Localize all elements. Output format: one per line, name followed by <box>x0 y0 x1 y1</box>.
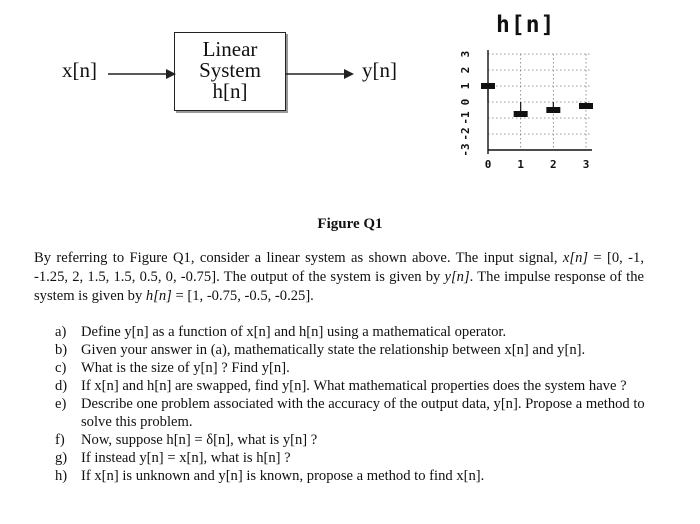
stem-marker <box>546 107 561 113</box>
question-text: Given your answer in (a), mathematically… <box>81 342 586 358</box>
question-letter: f) <box>55 432 65 448</box>
question-d: d) If x[n] and h[n] are swapped, find y[n… <box>55 377 655 395</box>
system-line-3: h[n] <box>212 79 248 103</box>
question-c: c) What is the size of y[n] ? Find y[n]. <box>55 359 655 377</box>
question-letter: b) <box>55 342 68 358</box>
x-tick-label: 1 <box>517 158 524 171</box>
y-tick-label: 3 <box>459 51 472 58</box>
para-hn: h[n] <box>145 288 172 304</box>
question-letter: h) <box>55 468 68 484</box>
question-b: b) Given your answer in (a), mathematical… <box>55 341 655 359</box>
para-yn: y[n] <box>444 269 470 285</box>
para-part-3: . The impulse response of the system is … <box>34 269 644 304</box>
para-part-4: = [1, -0.75, -0.5, -0.25]. <box>171 288 314 304</box>
question-text: Now, suppose h[n] = δ[n], what is y[n] ? <box>81 432 318 448</box>
y-tick-label: -2 <box>459 127 472 140</box>
figure-caption: Figure Q1 <box>317 216 383 232</box>
linear-system-box: Linear System h[n] <box>174 32 286 111</box>
question-h: h) If x[n] is unknown and y[n] is known, … <box>55 467 655 485</box>
stem-marker <box>513 111 528 117</box>
y-tick-label: -3 <box>459 143 472 156</box>
para-xn: x[n] <box>562 250 589 266</box>
question-letter: g) <box>55 450 68 466</box>
x-tick-label: 0 <box>485 158 492 171</box>
question-a: a) Define y[n] as a function of x[n] and … <box>55 323 655 341</box>
input-label: x[n] <box>62 58 97 82</box>
system-line-2: System <box>199 58 261 82</box>
question-f: f) Now, suppose h[n] = δ[n], what is y[n]… <box>55 431 655 449</box>
output-arrow <box>286 69 354 79</box>
question-letter: a) <box>55 324 67 340</box>
question-text: If instead y[n] = x[n], what is h[n] ? <box>81 450 291 466</box>
chart-title: h[n] <box>496 12 556 38</box>
x-tick-label: 2 <box>550 158 557 171</box>
question-g: g) If instead y[n] = x[n], what is h[n] ? <box>55 449 655 467</box>
problem-paragraph: By referring to Figure Q1, consider a li… <box>34 249 644 306</box>
question-letter: d) <box>55 378 68 394</box>
impulse-response-chart: 3 2 1 0 -1 -2 -3 0 1 2 3 <box>459 50 593 171</box>
system-line-1: Linear <box>202 37 258 61</box>
question-text: Define y[n] as a function of x[n] and h[… <box>81 324 507 340</box>
stem-marker <box>481 83 495 89</box>
y-tick-label: 2 <box>459 67 472 74</box>
y-tick-label: -1 <box>459 111 472 125</box>
question-letter: c) <box>55 360 67 376</box>
para-part-2: = [0, -1, -1.25, 2, 1.5, 1.5, 0.5, 0, -0… <box>34 250 644 285</box>
question-text: What is the size of y[n] ? Find y[n]. <box>81 360 290 376</box>
y-tick-label: 0 <box>459 99 472 106</box>
question-list: a) Define y[n] as a function of x[n] and … <box>55 323 655 485</box>
para-part-1: By referring to Figure Q1, consider a li… <box>34 250 563 266</box>
question-text: If x[n] is unknown and y[n] is known, pr… <box>81 468 485 484</box>
question-text: Describe one problem associated with the… <box>81 396 645 430</box>
x-tick-label: 3 <box>583 158 590 171</box>
output-label: y[n] <box>362 58 397 82</box>
question-e: e) Describe one problem associated with t… <box>55 395 655 431</box>
stem-marker <box>579 103 593 109</box>
input-arrow <box>108 69 176 79</box>
question-letter: e) <box>55 396 67 412</box>
question-text: If x[n] and h[n] are swapped, find y[n].… <box>81 378 627 394</box>
y-tick-label: 1 <box>459 82 472 89</box>
